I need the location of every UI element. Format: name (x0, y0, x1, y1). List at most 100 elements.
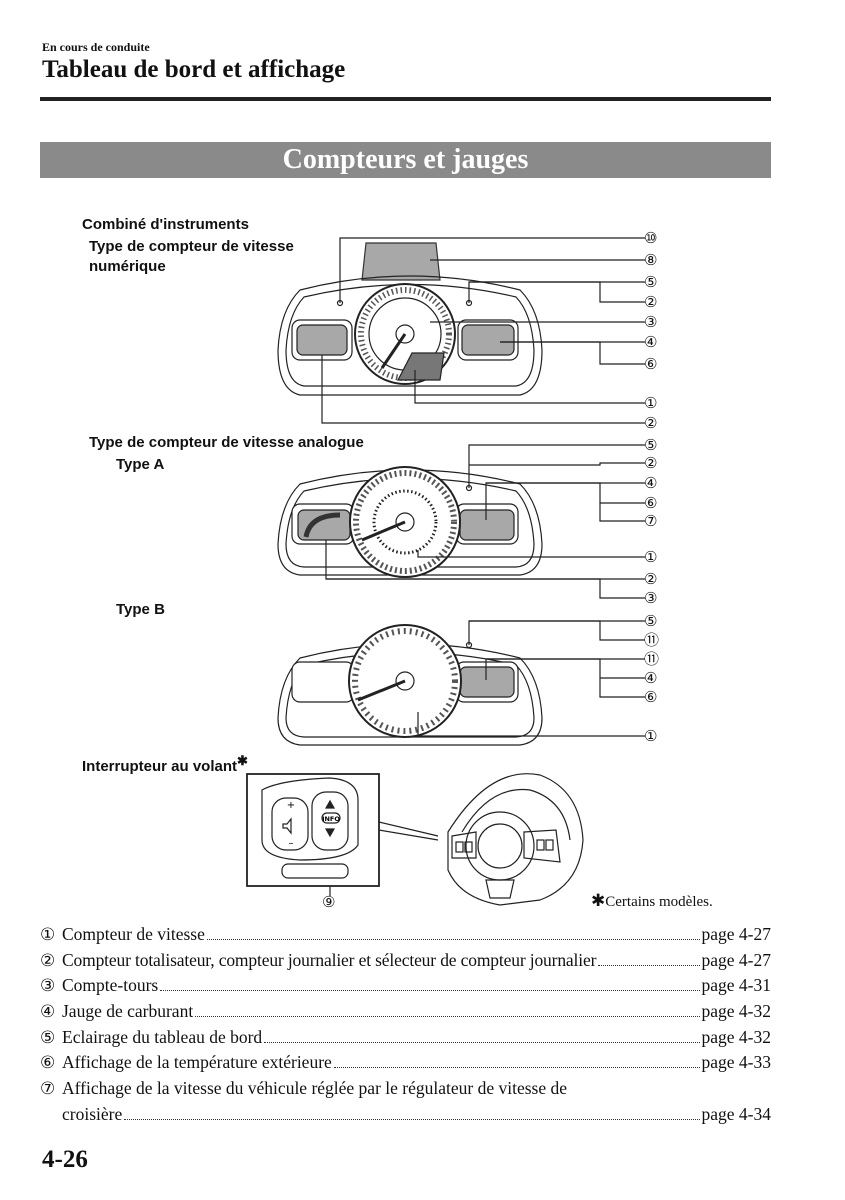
reference-item: ⑦ Affichage de la vitesse du véhicule ré… (40, 1078, 771, 1104)
leader-b11a (469, 621, 645, 640)
reference-label: Jauge de carburant (62, 1001, 193, 1022)
reference-page: page 4-32 (702, 1001, 772, 1022)
reference-list: ① Compteur de vitesse page 4-27 ② Compte… (40, 924, 771, 1130)
reference-number: ⑦ (40, 1079, 62, 1099)
callout-a-5: ⑤ (644, 436, 657, 454)
callout-d-2a: ② (644, 293, 657, 311)
footnote-asterisk: ✱ (591, 891, 605, 910)
switch-inset-frame (247, 774, 379, 886)
callout-b-6: ⑥ (644, 688, 657, 706)
right-display (462, 325, 514, 355)
dot-leader (598, 965, 699, 966)
reference-label: Compteur de vitesse (62, 924, 205, 945)
callout-b-11b: ⑪ (644, 650, 659, 668)
type-a-cluster-illustration (278, 445, 645, 598)
wheel-switch-right-a (537, 840, 544, 850)
reference-label: Affichage de la température extérieure (62, 1052, 332, 1073)
reference-item-continued: croisière page 4-34 (40, 1104, 771, 1130)
callout-steering-9: ⑨ (322, 893, 335, 911)
inset-pointer (379, 822, 438, 840)
type-b-cluster-illustration (278, 621, 645, 745)
leader-6 (500, 342, 645, 364)
reference-page: page 4-31 (702, 975, 772, 996)
reference-page: page 4-33 (702, 1052, 772, 1073)
wheel-switch-left-a (456, 842, 463, 852)
digital-callouts: ⑩ ⑧ ⑤ ② ③ ④ ⑥ ① ② (644, 229, 657, 432)
type-b-right-display (460, 667, 514, 697)
callout-d-6: ⑥ (644, 355, 657, 373)
leader-b5 (469, 621, 645, 645)
reference-item: ② Compteur totalisateur, compteur journa… (40, 950, 771, 976)
dot-leader (264, 1042, 699, 1043)
leader-a7 (600, 503, 645, 521)
callout-d-8: ⑧ (644, 251, 657, 269)
reference-number: ④ (40, 1002, 62, 1022)
callout-b-1: ① (644, 727, 657, 745)
callout-a-2: ② (644, 454, 657, 472)
leader-a3 (326, 579, 645, 598)
steering-wheel-rim-outer (448, 774, 583, 905)
reference-number: ③ (40, 976, 62, 996)
reference-number: ⑥ (40, 1053, 62, 1073)
reference-item: ④ Jauge de carburant page 4-32 (40, 1001, 771, 1027)
reference-item: ① Compteur de vitesse page 4-27 (40, 924, 771, 950)
dot-leader (207, 939, 700, 940)
callout-d-2b: ② (644, 414, 657, 432)
callout-d-3: ③ (644, 313, 657, 331)
reference-label: Eclairage du tableau de bord (62, 1027, 262, 1048)
callout-d-10: ⑩ (644, 229, 657, 247)
callout-a-7: ⑦ (644, 512, 657, 530)
dot-leader (124, 1119, 699, 1120)
reference-page: page 4-27 (702, 950, 772, 971)
reference-page: page 4-27 (702, 924, 772, 945)
footnote-text: Certains modèles. (605, 894, 712, 910)
reference-item: ③ Compte-tours page 4-31 (40, 975, 771, 1001)
leader-b6 (600, 678, 645, 697)
callout-a-2b: ② (644, 570, 657, 588)
reference-label: Compte-tours (62, 975, 158, 996)
reference-page: page 4-34 (702, 1104, 772, 1125)
reference-item: ⑥ Affichage de la température extérieure… (40, 1052, 771, 1078)
footnote: ✱Certains modèles. (591, 891, 713, 911)
callout-a-6: ⑥ (644, 494, 657, 512)
callout-a-4: ④ (644, 474, 657, 492)
leader-a2 (469, 463, 645, 465)
right-spoke (524, 830, 560, 862)
reference-number: ① (40, 925, 62, 945)
steering-hub-inner (478, 824, 522, 868)
dot-leader (160, 990, 699, 991)
info-glyph: INFO (322, 815, 340, 823)
reference-label-cont: croisière (62, 1104, 122, 1125)
leader-a6 (486, 483, 645, 503)
callout-b-4: ④ (644, 669, 657, 687)
callout-d-1: ① (644, 394, 657, 412)
reference-label: Compteur totalisateur, compteur journali… (62, 950, 596, 971)
reference-page: page 4-32 (702, 1027, 772, 1048)
type-b-left-frame (292, 662, 354, 702)
leader-b1 (418, 712, 645, 736)
digital-cluster-illustration (278, 238, 645, 423)
callout-a-3: ③ (644, 589, 657, 607)
callout-d-4: ④ (644, 333, 657, 351)
type-a-right-display (460, 510, 514, 540)
reference-item: ⑤ Eclairage du tableau de bord page 4-32 (40, 1027, 771, 1053)
steering-wheel-rim-inner (462, 790, 570, 840)
left-display (297, 325, 347, 355)
wheel-switch-right-b (546, 840, 553, 850)
lower-spoke (486, 880, 514, 898)
dot-leader (195, 1016, 699, 1017)
page-number: 4-26 (42, 1146, 88, 1174)
callout-b-5: ⑤ (644, 612, 657, 630)
callout-a-1: ① (644, 548, 657, 566)
reference-number: ② (40, 951, 62, 971)
dot-leader (334, 1067, 700, 1068)
reference-label: Affichage de la vitesse du véhicule régl… (62, 1078, 567, 1099)
callout-b-11a: ⑪ (644, 631, 659, 649)
type-b-callouts: ⑤ ⑪ ⑪ ④ ⑥ ① (644, 612, 659, 745)
callout-d-5: ⑤ (644, 273, 657, 291)
steering-switch-illustration (247, 774, 583, 905)
reference-number: ⑤ (40, 1028, 62, 1048)
type-a-callouts: ⑤ ② ④ ⑥ ⑦ ① ② ③ (644, 436, 657, 607)
plus-glyph: + (287, 800, 295, 811)
head-up-display (362, 243, 440, 280)
